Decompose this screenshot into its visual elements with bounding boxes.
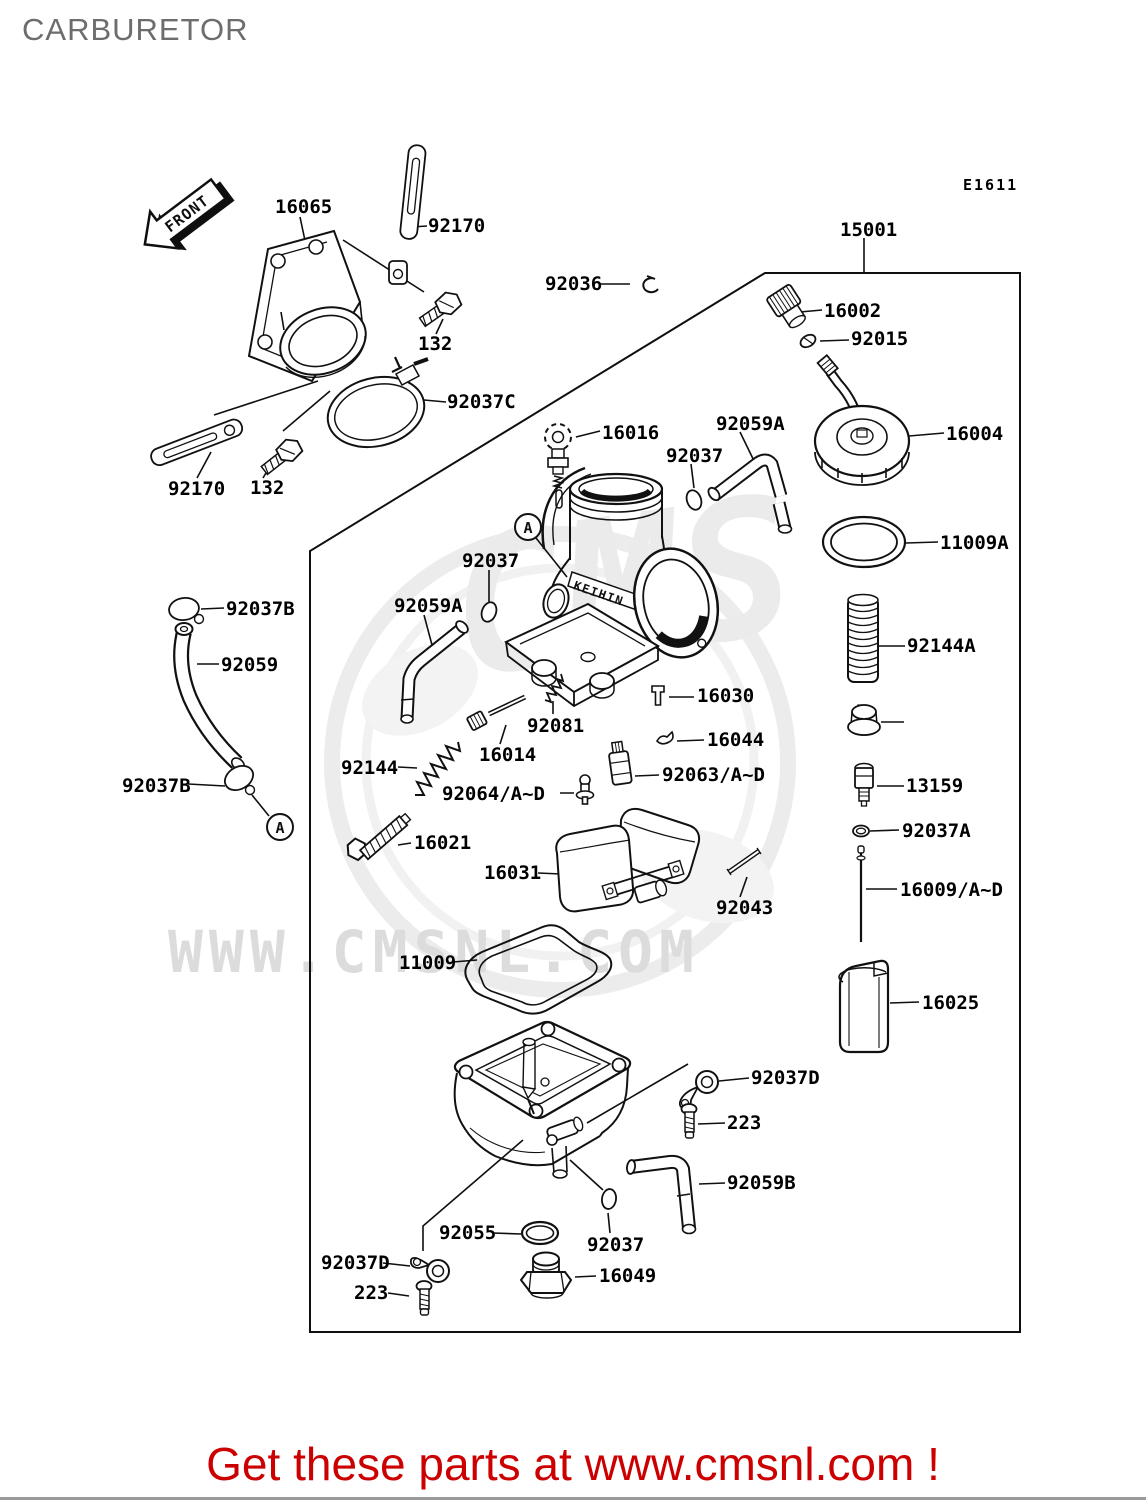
part-16031-float [555,807,701,913]
part-92170-top-strap [388,144,427,285]
part-label-92036[interactable]: 92036 [545,273,603,295]
part-label-92037-mid[interactable]: 92037 [462,550,520,572]
part-label-132-left[interactable]: 132 [250,477,285,499]
part-92064-pilot-jet [575,774,595,805]
part-label-92059a-top[interactable]: 92059A [716,413,785,435]
part-92037d-right-bracket [678,1070,719,1109]
part-16009-jet-needle [856,845,866,942]
svg-text:A: A [523,519,532,537]
part-label-92055[interactable]: 92055 [439,1222,497,1244]
part-label-92037a[interactable]: 92037A [902,820,971,842]
part-label-92081[interactable]: 92081 [527,715,585,737]
part-92043-float-pin [726,847,762,876]
part-label-92037b-top[interactable]: 92037B [226,598,295,620]
part-16014-screw [466,694,527,731]
part-label-132-top[interactable]: 132 [418,333,453,355]
part-label-92059a-left[interactable]: 92059A [394,595,463,617]
part-16002-adjuster [766,284,807,329]
part-92037d-left-bracket [409,1256,450,1283]
part-label-92037b-bottom[interactable]: 92037B [122,775,191,797]
page-title: CARBURETOR [22,12,249,47]
front-arrow: FRONT [143,177,235,251]
ref-circle-a-bottom: A [266,813,294,841]
part-label-92144a[interactable]: 92144A [907,635,976,657]
part-92055-oring [520,1220,560,1246]
part-label-92063[interactable]: 92063/A~D [662,764,765,786]
part-label-11009[interactable]: 11009 [399,952,457,974]
part-92059-hose [173,622,246,771]
part-label-92037d-left[interactable]: 92037D [321,1252,390,1274]
part-label-16030[interactable]: 16030 [697,685,755,707]
bottom-border [0,1497,1146,1500]
part-16049-drain-plug [519,1251,573,1299]
part-label-92037d-right[interactable]: 92037D [751,1067,820,1089]
part-92037-clips [168,489,870,1210]
footer-cta-link[interactable]: Get these parts at www.cmsnl.com ! [206,1438,940,1490]
part-16065-holder [247,229,367,383]
part-label-16021[interactable]: 16021 [414,832,472,854]
part-label-16031[interactable]: 16031 [484,862,542,884]
part-label-223-left[interactable]: 223 [354,1282,389,1304]
part-11009-gasket [464,924,613,1015]
part-label-92170-top[interactable]: 92170 [428,215,486,237]
part-label-15001[interactable]: 15001 [840,219,898,241]
part-92144-spring [414,741,462,796]
part-11009a-oring [821,515,907,569]
part-label-11009a[interactable]: 11009A [940,532,1009,554]
part-label-16049[interactable]: 16049 [599,1265,657,1287]
ref-circle-a-top: A [514,513,542,541]
part-92059a-top-hose [707,453,793,534]
part-13159-needle-jet [854,762,874,807]
part-float-bowl [453,1020,632,1179]
part-92015-clip [799,333,817,349]
part-15001-carburetor-body: KEIHIN [504,466,720,708]
part-label-92059b[interactable]: 92059B [727,1172,796,1194]
part-label-92170-left[interactable]: 92170 [168,478,226,500]
part-16025-slide [838,959,890,1054]
part-92144a-spring [847,593,879,683]
part-92037c-clamp [326,356,429,449]
svg-text:A: A [275,819,284,837]
part-label-16016[interactable]: 16016 [602,422,660,444]
part-223-left-screw [415,1280,433,1316]
part-label-13159[interactable]: 13159 [906,775,964,797]
part-label-16025[interactable]: 16025 [922,992,980,1014]
part-132-left-bolt [260,438,304,476]
part-92143-holder [847,704,881,736]
assembly-box-outline [309,272,1021,1333]
part-16030-jet [651,685,665,706]
part-label-16002[interactable]: 16002 [824,300,882,322]
part-label-16044[interactable]: 16044 [707,729,765,751]
part-16016-valve [544,423,572,509]
leader-lines [187,216,945,1297]
part-label-92037c[interactable]: 92037C [447,391,516,413]
part-92081-spring [544,673,565,704]
part-label-92144[interactable]: 92144 [341,757,399,779]
part-16021-screw [346,812,412,862]
part-label-16009[interactable]: 16009/A~D [900,879,1003,901]
part-92036-clip [642,275,659,294]
part-label-16014[interactable]: 16014 [479,744,537,766]
part-223-right-screw [680,1103,698,1139]
part-92059b-hose [626,1154,697,1235]
part-label-223-right[interactable]: 223 [727,1112,762,1134]
part-label-92064[interactable]: 92064/A~D [442,783,545,805]
part-92059a-left-hose [400,620,469,724]
part-16044-needle-clip [656,730,674,745]
part-label-92037-bottom[interactable]: 92037 [587,1234,645,1256]
part-132-top-bolt [418,291,463,328]
part-label-92015[interactable]: 92015 [851,328,909,350]
part-label-92059[interactable]: 92059 [221,654,279,676]
part-label-16065[interactable]: 16065 [275,196,333,218]
part-label-16004[interactable]: 16004 [946,423,1004,445]
part-label-92043[interactable]: 92043 [716,897,774,919]
part-92170-left-strap [150,418,244,467]
part-16004-cap [813,353,911,486]
part-92063-main-jet [608,740,633,786]
cms-watermark: CMS WWW.CMSNL.COM [168,454,808,998]
diagram-code: E1611 [963,176,1019,194]
part-label-92037-top[interactable]: 92037 [666,445,724,467]
